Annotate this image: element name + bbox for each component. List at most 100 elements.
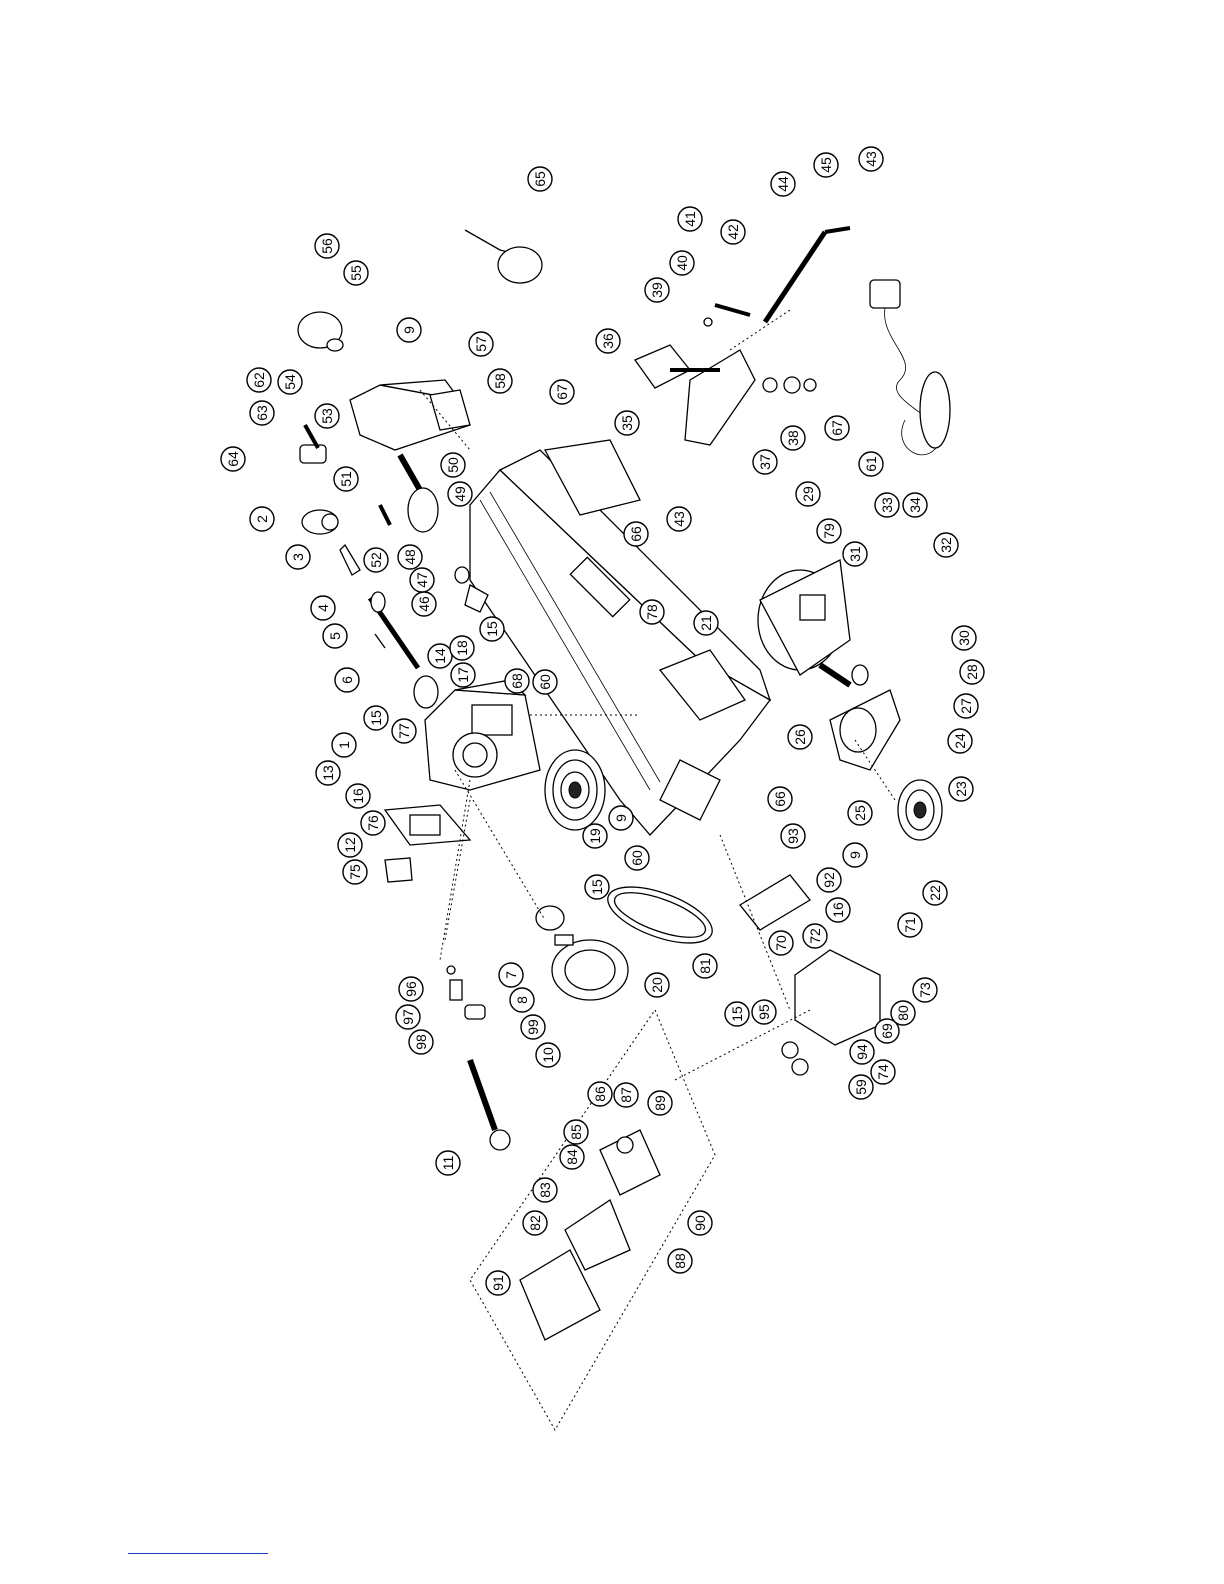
callout-number: 12 (342, 837, 358, 853)
part-callout-p24: 24 (947, 728, 973, 754)
part-callout-p35: 35 (614, 410, 640, 436)
part-callout-p43b: 43 (666, 506, 692, 532)
part-callout-p1: 1 (331, 732, 357, 758)
parts-drawing (297, 226, 951, 1432)
callout-circle (795, 481, 821, 507)
headstock (424, 679, 541, 791)
part-callout-p44: 44 (770, 171, 796, 197)
part-callout-p19: 19 (582, 823, 608, 849)
callout-number: 46 (416, 596, 432, 612)
wrench (464, 229, 543, 284)
callout-circle (897, 912, 923, 938)
callout-circle (587, 1081, 613, 1107)
callout-number: 37 (757, 454, 773, 470)
callout-circle (870, 1059, 896, 1085)
callout-circle (532, 669, 558, 695)
callout-circle (559, 1144, 585, 1170)
callout-number: 54 (282, 374, 298, 390)
callout-number: 93 (785, 828, 801, 844)
callout-number: 16 (830, 902, 846, 918)
callout-number: 9 (847, 851, 863, 859)
part-callout-p65: 65 (527, 166, 553, 192)
part-callout-p12: 12 (337, 832, 363, 858)
callout-circle (427, 643, 453, 669)
part-callout-p63: 63 (249, 400, 275, 426)
callout-number: 66 (772, 791, 788, 807)
callout-circle (249, 400, 275, 426)
callout-circle (768, 930, 794, 956)
callout-circle (951, 625, 977, 651)
callout-number: 14 (432, 648, 448, 664)
callout-number: 4 (315, 604, 331, 612)
callout-circle (751, 999, 777, 1025)
part-callout-p85: 85 (563, 1119, 589, 1145)
part-callout-p30: 30 (951, 625, 977, 651)
callout-number: 9 (401, 326, 417, 334)
callout-number: 1 (336, 741, 352, 749)
callout-circle (858, 451, 884, 477)
callout-number: 82 (527, 1215, 543, 1231)
callout-number: 29 (800, 486, 816, 502)
part-callout-p15d: 15 (724, 1001, 750, 1027)
part-callout-p27: 27 (953, 693, 979, 719)
part-callout-p73: 73 (912, 977, 938, 1003)
callout-circle (933, 532, 959, 558)
part-callout-p37: 37 (752, 449, 778, 475)
part-callout-p57: 57 (468, 331, 494, 357)
part-callout-p47: 47 (409, 567, 435, 593)
part-callout-p55: 55 (343, 260, 369, 286)
callout-number: 87 (618, 1087, 634, 1103)
callout-number: 35 (619, 415, 635, 431)
part-callout-p83: 83 (532, 1177, 558, 1203)
callout-circle (639, 599, 665, 625)
callout-number: 9 (613, 814, 629, 822)
callout-number: 83 (537, 1182, 553, 1198)
callout-number: 24 (952, 733, 968, 749)
callout-circle (408, 1029, 434, 1055)
callout-circle (337, 832, 363, 858)
callout-number: 13 (320, 765, 336, 781)
callout-number: 77 (396, 723, 412, 739)
callout-circle (825, 897, 851, 923)
callout-circle (692, 953, 718, 979)
part-callout-p76: 76 (360, 810, 386, 836)
part-callout-p4: 4 (310, 595, 336, 621)
part-callout-p96: 96 (398, 976, 424, 1002)
callout-number: 67 (554, 384, 570, 400)
part-callout-p52: 52 (363, 547, 389, 573)
callout-number: 15 (484, 621, 500, 637)
callout-circle (693, 610, 719, 636)
callout-circle (752, 449, 778, 475)
callout-circle (912, 977, 938, 1003)
callout-circle (644, 277, 670, 303)
callout-number: 31 (847, 546, 863, 562)
part-callout-p49: 49 (447, 481, 473, 507)
footer-rule (128, 1553, 268, 1554)
callout-circle (522, 1210, 548, 1236)
part-callout-p54: 54 (277, 369, 303, 395)
callout-number: 75 (347, 864, 363, 880)
part-callout-p60a: 60 (532, 669, 558, 695)
callout-number: 45 (818, 157, 834, 173)
callout-circle (447, 481, 473, 507)
callout-circle (849, 1039, 875, 1065)
callout-circle (449, 635, 475, 661)
callout-number: 44 (775, 176, 791, 192)
callout-circle (360, 810, 386, 836)
lathe-bed (469, 439, 772, 836)
part-callout-p16a: 16 (345, 783, 371, 809)
part-callout-p80: 80 (890, 1000, 916, 1026)
part-callout-p75: 75 (342, 859, 368, 885)
rod-and-cord (762, 226, 951, 456)
callout-circle (487, 368, 513, 394)
callout-circle (220, 446, 246, 472)
part-callout-p81: 81 (692, 953, 718, 979)
callout-circle (623, 521, 649, 547)
callout-number: 80 (895, 1005, 911, 1021)
part-callout-p10: 10 (535, 1042, 561, 1068)
motor-plate (829, 689, 901, 771)
part-callout-p31: 31 (842, 541, 868, 567)
callout-number: 78 (644, 604, 660, 620)
callout-number: 62 (251, 372, 267, 388)
callout-circle (314, 233, 340, 259)
